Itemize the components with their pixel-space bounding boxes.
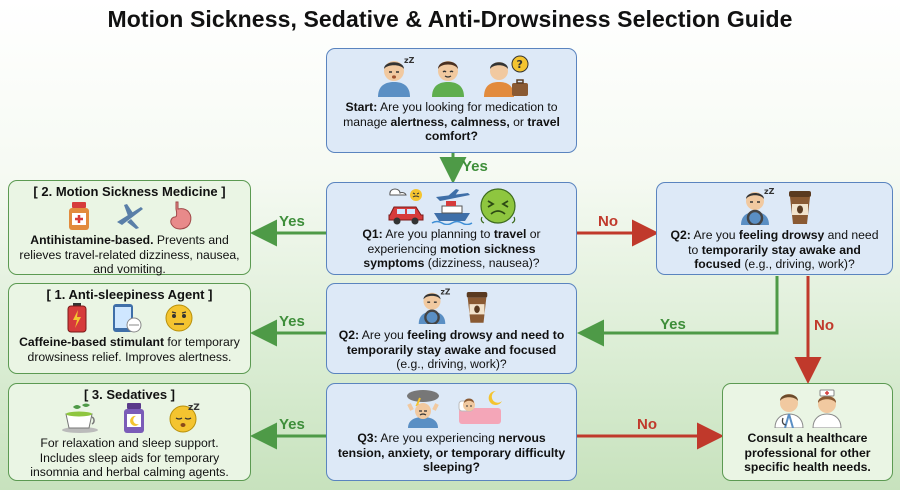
svg-text:zZ: zZ bbox=[188, 403, 200, 413]
result-description: For relaxation and sleep support. Includ… bbox=[30, 436, 229, 479]
q1-question: Q1: Are you planning to travel or experi… bbox=[362, 227, 541, 270]
svg-text:?: ? bbox=[516, 58, 522, 71]
label-no-q2-right: No bbox=[814, 317, 834, 334]
sleeping-person-icon bbox=[458, 390, 502, 424]
q3-box: Q3: Are you experiencing nervous tension… bbox=[326, 383, 577, 481]
alert-face-icon bbox=[165, 304, 192, 332]
label-no-q3: No bbox=[637, 416, 657, 433]
calm-person-icon bbox=[431, 61, 464, 97]
svg-text:zZ: zZ bbox=[440, 288, 450, 297]
result-header: [ 3. Sedatives ] bbox=[83, 387, 176, 402]
coffee-cup-icon bbox=[466, 292, 487, 323]
start-box: zZ ? Start: Are you looking for medicati… bbox=[326, 48, 577, 153]
traveler-question-icon: ? bbox=[483, 55, 528, 97]
nurse-icon bbox=[811, 389, 842, 428]
start-question: Start: Are you looking for medication to… bbox=[343, 100, 560, 143]
arrow-q2-right-yes bbox=[577, 276, 779, 347]
car-icon bbox=[388, 188, 423, 225]
sleep-aid-bottle-icon bbox=[123, 403, 144, 433]
stomach-icon bbox=[169, 201, 191, 230]
svg-text:zZ: zZ bbox=[404, 56, 414, 65]
airplane-icon bbox=[116, 204, 143, 229]
drowsy-driver-icon: zZ bbox=[740, 187, 775, 225]
sleepy-face-icon: zZ bbox=[169, 403, 200, 433]
result-sedatives: [ 3. Sedatives ] zZ For relaxation and s… bbox=[8, 383, 251, 481]
q3-question: Q3: Are you experiencing nervous tension… bbox=[337, 431, 566, 474]
result-header: [ 2. Motion Sickness Medicine ] bbox=[33, 184, 226, 199]
herbal-tea-icon bbox=[61, 403, 98, 433]
consult-text: Consult a healthcare professional for ot… bbox=[744, 431, 871, 474]
coffee-cup-icon bbox=[788, 191, 811, 224]
label-yes-q1: Yes bbox=[279, 213, 305, 230]
stressed-person-icon bbox=[406, 390, 439, 428]
result-consult: Consult a healthcare professional for ot… bbox=[722, 383, 893, 481]
nauseous-face-icon bbox=[479, 188, 516, 224]
q2-right-question: Q2: Are you feeling drowsy and need to t… bbox=[670, 228, 879, 271]
q1-box: Q1: Are you planning to travel or experi… bbox=[326, 182, 577, 275]
result-motion-sickness: [ 2. Motion Sickness Medicine ] Antihist… bbox=[8, 180, 251, 276]
label-yes-q2-right: Yes bbox=[660, 316, 686, 333]
ship-airplane-icon bbox=[431, 189, 472, 225]
doctor-icon bbox=[773, 394, 804, 428]
result-description: Antihistamine-based. Prevents and reliev… bbox=[19, 233, 240, 276]
label-yes-start: Yes bbox=[462, 158, 488, 175]
medicine-bottle-icon bbox=[68, 202, 89, 230]
result-anti-sleepiness: [ 1. Anti-sleepiness Agent ] Caffeine-ba… bbox=[8, 283, 251, 374]
svg-text:zZ: zZ bbox=[764, 187, 775, 196]
q2-center-box: zZ Q2: Are you feeling drowsy and need t… bbox=[326, 283, 577, 374]
q2-center-question: Q2: Are you feeling drowsy and need to t… bbox=[338, 328, 565, 371]
tablet-pill-icon bbox=[112, 304, 141, 333]
label-no-q1: No bbox=[598, 213, 618, 230]
battery-icon bbox=[67, 303, 86, 333]
result-header: [ 1. Anti-sleepiness Agent ] bbox=[46, 287, 213, 302]
result-description: Caffeine-based stimulant for temporary d… bbox=[19, 335, 240, 364]
page-title: Motion Sickness, Sedative & Anti-Drowsin… bbox=[107, 6, 793, 32]
drowsy-driver-icon: zZ bbox=[418, 288, 450, 324]
sleepy-person-icon: zZ bbox=[377, 56, 414, 97]
label-yes-q2-center: Yes bbox=[279, 313, 305, 330]
label-yes-q3: Yes bbox=[279, 416, 305, 433]
q2-right-box: zZ Q2: Are you feeling drowsy and need t… bbox=[656, 182, 893, 275]
